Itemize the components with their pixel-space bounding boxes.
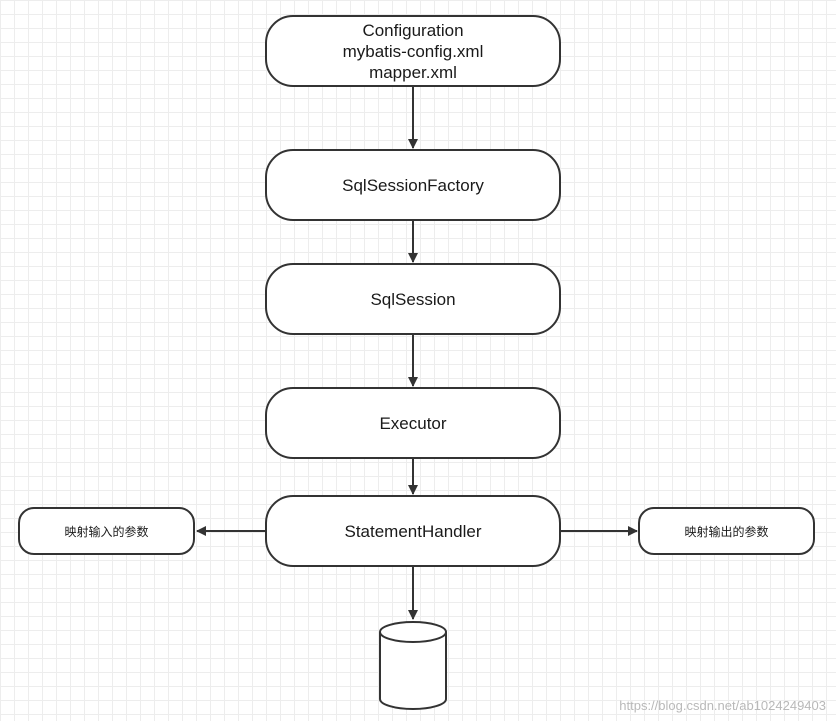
sqlsessionfactory-label: SqlSessionFactory [342, 175, 484, 195]
configuration-file-mapper: mapper.xml [369, 62, 457, 82]
executor-label: Executor [379, 413, 447, 433]
configuration-title: Configuration [362, 20, 464, 40]
output-params-node: 映射输出的参数 [638, 507, 815, 555]
configuration-file-mybatis-config: mybatis-config.xml [342, 41, 484, 61]
statementhandler-node: StatementHandler [265, 495, 561, 567]
executor-node: Executor [265, 387, 561, 459]
watermark-text: https://blog.csdn.net/ab1024249403 [619, 698, 826, 713]
sqlsessionfactory-node: SqlSessionFactory [265, 149, 561, 221]
statementhandler-label: StatementHandler [344, 521, 482, 541]
output-params-label: 映射输出的参数 [684, 524, 769, 539]
input-params-label: 映射输入的参数 [64, 524, 149, 539]
database-cylinder-icon [379, 621, 447, 710]
sqlsession-node: SqlSession [265, 263, 561, 335]
sqlsession-label: SqlSession [370, 289, 456, 309]
configuration-node: Configuration mybatis-config.xml mapper.… [265, 15, 561, 87]
input-params-node: 映射输入的参数 [18, 507, 195, 555]
